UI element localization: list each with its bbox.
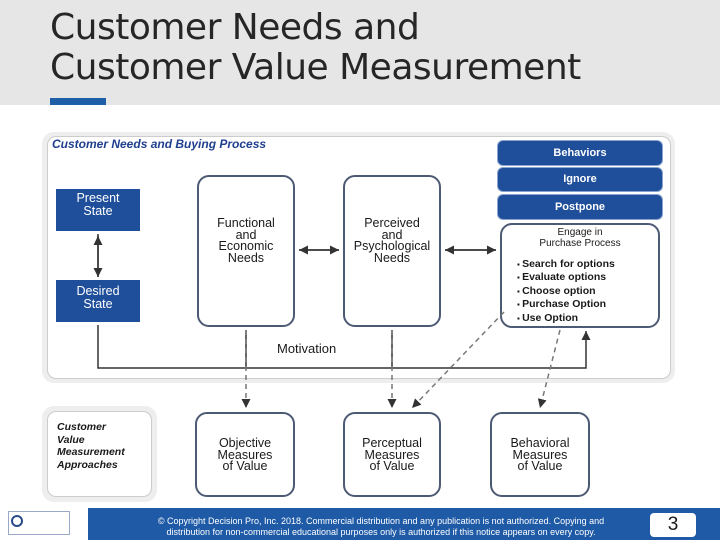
motivation-label: Motivation — [277, 341, 337, 356]
logo-circle-icon — [11, 515, 23, 527]
title-accent-bar — [50, 98, 106, 105]
copyright-notice: © Copyright Decision Pro, Inc. 2018. Com… — [157, 516, 605, 537]
approaches-label: Customer Value Measurement Approaches — [57, 421, 125, 471]
present-state-box: Present State — [56, 189, 140, 231]
footer-bar — [88, 508, 720, 540]
objective-measures-label: Objective Measures of Value — [217, 436, 273, 473]
functional-needs-box — [197, 175, 295, 327]
purchase-steps-list: Search for options Evaluate options Choo… — [517, 258, 615, 325]
purchase-step: Choose option — [517, 285, 615, 298]
perceptual-measures-box — [343, 412, 441, 497]
motivation-loop-arrow — [97, 325, 591, 369]
behavior-postpone: Postpone — [498, 195, 662, 219]
purchase-step: Search for options — [517, 258, 615, 271]
approaches-frame — [47, 411, 152, 497]
engage-label: Engage in Purchase Process — [539, 227, 621, 249]
dashed-arrow-behavioral — [537, 329, 561, 409]
slide-title: Customer Needs and Customer Value Measur… — [50, 7, 581, 88]
psychological-needs-label: Perceived and Psychological Needs — [353, 216, 431, 265]
behavioral-measures-box — [490, 412, 590, 497]
psychological-needs-box — [343, 175, 441, 327]
decisionpro-logo — [8, 511, 70, 535]
purchase-step: Evaluate options — [517, 271, 615, 284]
behavior-ignore: Ignore — [498, 168, 662, 191]
page-number: 3 — [650, 513, 696, 537]
desired-state-box: Desired State — [56, 280, 140, 322]
functional-needs-label: Functional and Economic Needs — [217, 216, 275, 265]
process-section-label: Customer Needs and Buying Process — [52, 137, 267, 151]
perceptual-measures-label: Perceptual Measures of Value — [362, 436, 422, 473]
purchase-step: Purchase Option — [517, 298, 615, 311]
behaviors-header: Behaviors — [498, 141, 662, 165]
objective-measures-box — [195, 412, 295, 497]
title-band — [0, 0, 720, 105]
purchase-step: Use Option — [517, 312, 615, 325]
behavioral-measures-label: Behavioral Measures of Value — [510, 436, 570, 473]
dashed-arrow-engage-perceptual — [411, 311, 505, 409]
